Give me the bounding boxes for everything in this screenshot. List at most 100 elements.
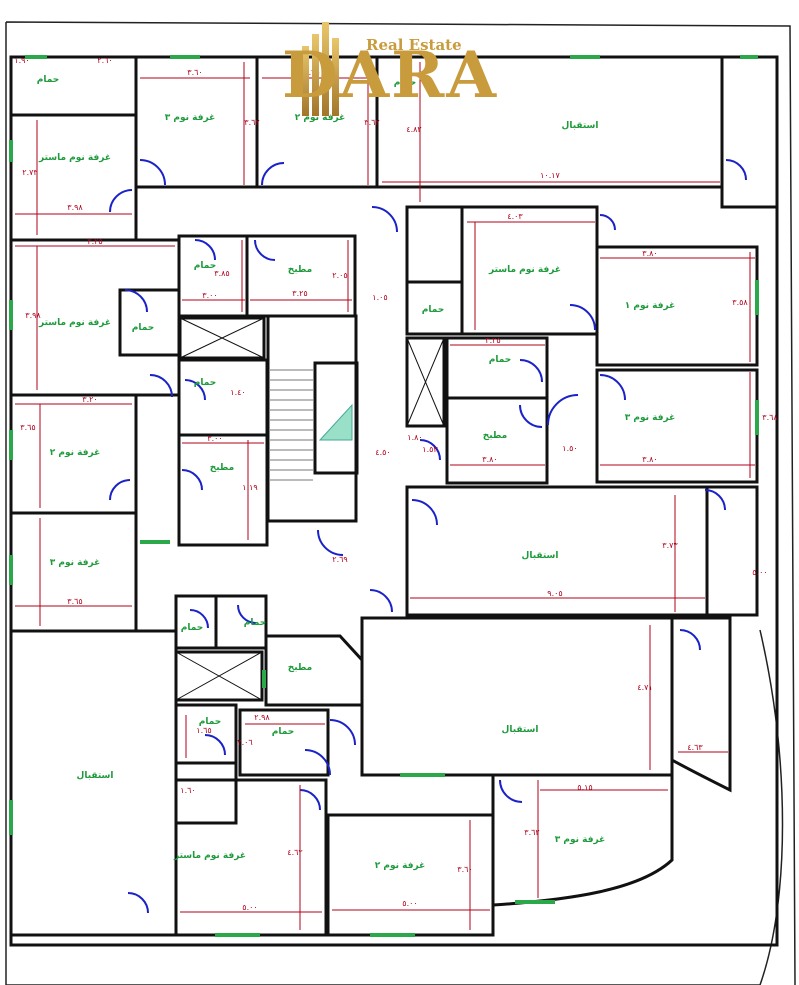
room-label: استقبال [502,725,539,735]
dimension-text: ٤.٦٢ [287,848,302,857]
room-label: غرفة نوم ٣ [50,558,100,568]
room-label: حمام [181,623,204,633]
room-label: غرفة نوم ٣ [165,113,215,123]
dimension-text: ٣.٥٨ [732,298,748,307]
wall-room [264,634,364,707]
dimension-text: ٢.٩٨ [254,713,270,722]
dimension-text: ٣.٦٢ [244,118,259,127]
dimension-text: ٤.٦٣ [687,743,703,752]
dimension-lines [15,62,755,930]
wall-room [670,616,732,793]
room-label: حمام [394,78,417,88]
wall-room [9,511,138,633]
dimension-text: ٥.١٥ [577,783,592,792]
elevator-cross [175,651,263,701]
dimension-text: ١٠.١٧ [540,171,560,180]
wall-room [177,358,269,437]
room-label: مطبخ [288,265,313,275]
room-label: حمام [37,75,60,85]
windows [9,55,759,937]
elevator-shaft [405,336,446,428]
dimension-text: ١.٦٥ [196,726,211,735]
wall-room [405,205,464,284]
wall-room [705,485,759,617]
room-label: غرفة نوم ٢ [50,448,100,458]
room-label: استقبال [77,771,114,781]
room-label: غرفة نوم ٢ [295,113,345,123]
dimension-labels: ٢.٦٠٣.٦٠٣.٢٥٣.٦٢٣.٦٢٤.٨٢١٠.١٧١.٩٠٢.٧٣٣.٩… [14,56,778,912]
dimension-text: ٥.٠٠ [242,903,257,912]
dimension-text: ٣.٩٨ [25,311,41,320]
wall-room [445,336,549,400]
wall-room [491,773,674,907]
dimension-text: ١.٩٠ [14,56,29,65]
logo-bars-icon [302,22,339,116]
dimension-text: ٤.٠٣ [507,212,523,221]
room-label: غرفة نوم ماستر [488,265,561,275]
wall-room [174,594,218,650]
room-label: حمام [244,618,267,628]
room-label: غرفة نوم ماستر [173,851,246,861]
dimension-text: ٢.٧٣ [22,168,38,177]
wall-room [360,616,674,777]
room-label: غرفة نوم ٢ [375,861,425,871]
dimension-text: ٤.٧١ [637,683,652,692]
dimension-text: ٢.٦٩ [332,555,347,564]
room-label: مطبخ [288,663,313,673]
dimension-text: ٣.٦٥ [20,423,35,432]
dimension-text: ٣.٨٠ [642,249,657,258]
dimension-text: ٣.٦٠ [457,865,472,874]
dimension-text: ٣.٦٢ [364,118,379,127]
dimension-text: ٣.٦٠ [187,68,202,77]
room-label: غرفة نوم ماستر [38,318,111,328]
wall-room [214,594,268,650]
room-label: غرفة نوم ٣ [555,835,605,845]
room-label: حمام [194,378,217,388]
room-label: حمام [132,323,155,333]
room-label: مطبخ [483,431,508,441]
logo-brand: DARA [282,38,498,113]
room-label: غرفة نوم ٣ [625,413,675,423]
dimension-text: ٥.٠٠ [402,899,417,908]
wall-room [445,396,549,485]
wall-room [177,234,249,318]
room-labels: حمام غرفة نوم ٣ غرفة نوم ٢ حمام استقبال غرفة … [37,75,675,871]
wall-room [326,813,495,937]
dimension-text: ١.٤٠ [230,388,245,397]
dimension-text: ٣.٠٠ [207,434,222,443]
property-boundary [5,21,796,985]
elevator-cross [406,337,445,427]
dimension-text: ٣.٢٠ [82,395,97,404]
dimension-text: ١.٥٣ [422,445,438,454]
dimension-text: ٣.٢٥ [87,237,102,246]
stair-landing [313,361,359,475]
dimension-text: ٣.٢٥ [485,336,500,345]
dimension-text: ٢.٠٥ [332,271,347,280]
dimension-text: ٣.٨٠ [482,455,497,464]
wall-room [9,113,138,242]
dimension-text: ١.٥٠ [562,444,577,453]
wall-room [9,55,138,117]
dimension-text: ٣.٦٥ [67,597,82,606]
dimension-text: ٣.٦٢ [524,828,539,837]
doors [109,159,747,914]
dimension-text: ١.٨٠ [407,433,422,442]
dimension-text: ٢.٠٦ [237,738,252,747]
elevator-cross [179,317,265,359]
logo-subtitle: Real Estate [366,36,462,54]
elevator-shaft [178,316,266,360]
dimension-text: ٤.٥٠ [375,448,390,457]
room-label: حمام [489,355,512,365]
dimension-text: ٣.٩٨ [67,203,83,212]
stair-treads [270,369,313,481]
room-label: حمام [422,305,445,315]
dimension-text: ٣.٢٥ [292,289,307,298]
dimension-text: ٣.٠٠ [202,291,217,300]
dimension-text: ١.١٩ [242,483,257,492]
room-label: حمام [199,717,222,727]
dimension-text: ٩.٠٥ [547,589,562,598]
dimension-text: ٣.٨٥ [214,269,229,278]
dimension-text: ٣.٧٣ [662,541,678,550]
room-label: غرفة نوم ماستر [38,153,111,163]
